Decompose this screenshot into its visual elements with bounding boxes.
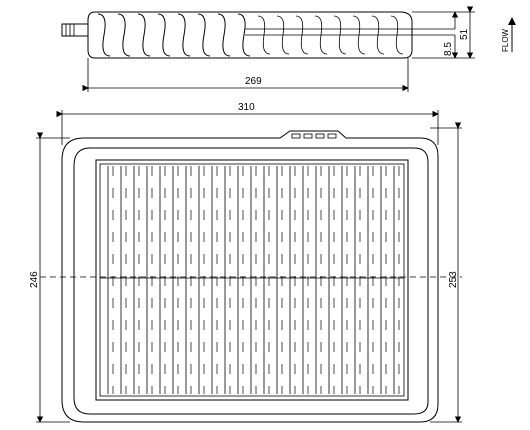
coil — [177, 13, 191, 57]
coil — [295, 15, 309, 55]
plan-view: 310 246 253 — [29, 102, 462, 423]
coil — [276, 15, 290, 55]
coil — [257, 15, 271, 55]
coil — [137, 13, 151, 57]
side-view: 269 51 8.5 FLOW — [61, 6, 516, 92]
coil — [352, 15, 366, 55]
flow-label: FLOW — [501, 28, 510, 52]
dimension-side-height: 51 — [459, 28, 470, 40]
coil — [117, 13, 131, 57]
dimension-inner-height: 246 — [29, 271, 40, 288]
coil — [390, 15, 404, 55]
dimension-pleat-height: 8.5 — [443, 42, 454, 56]
coil — [333, 15, 347, 55]
pleat-coils — [97, 13, 251, 57]
coil — [314, 15, 328, 55]
dimension-outer-height: 253 — [448, 271, 459, 288]
coil — [97, 13, 111, 57]
filter-pleats — [107, 166, 400, 394]
dimension-top-length: 269 — [245, 76, 262, 87]
coil — [371, 15, 385, 55]
coil — [237, 13, 251, 57]
coil — [157, 13, 171, 57]
dimension-outer-width: 310 — [238, 102, 255, 113]
coil — [197, 13, 211, 57]
pleat-coils-light — [257, 15, 404, 55]
coil — [217, 13, 231, 57]
